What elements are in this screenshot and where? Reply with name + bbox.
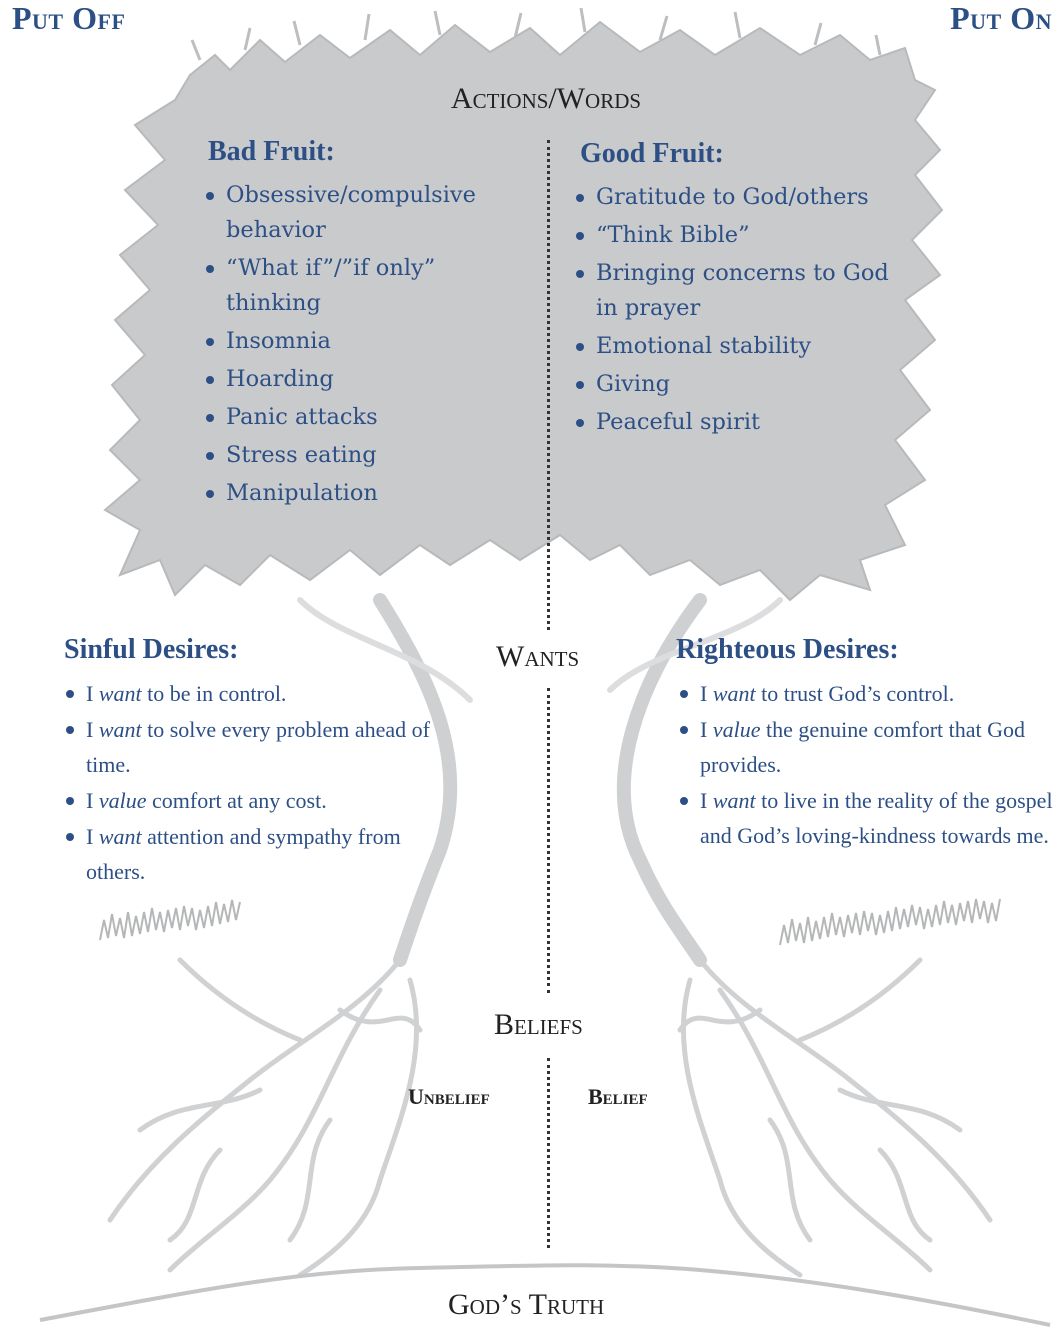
item-text: the genuine comfort that God provides. — [700, 717, 1026, 777]
item-text: attention and sympathy from others. — [86, 824, 401, 884]
list-item: “Think Bible” — [570, 218, 915, 253]
item-verb: want — [98, 681, 142, 706]
list-item: Gratitude to God/others — [570, 180, 915, 215]
list-item: Giving — [570, 367, 915, 402]
wants-label: Wants — [496, 640, 580, 673]
sinful-desires-list: I want to be in control.I want to solve … — [60, 676, 440, 890]
ground-line — [39, 1263, 1051, 1327]
belief-label: Belief — [588, 1084, 648, 1109]
item-text: to live in the reality of the gospel and… — [700, 788, 1053, 848]
item-prefix: I — [700, 717, 713, 742]
list-item: Peaceful spirit — [570, 405, 915, 440]
good-fruit-list: Gratitude to God/others“Think Bible”Brin… — [570, 180, 915, 443]
item-verb: value — [98, 788, 147, 813]
list-item: Stress eating — [200, 438, 520, 473]
bad-fruit-list: Obsessive/compulsive behavior“What if”/”… — [200, 178, 520, 514]
sinful-desires-title: Sinful Desires: — [64, 634, 239, 665]
list-item: I want to be in control. — [60, 676, 440, 711]
item-text: to solve every problem ahead of time. — [86, 717, 430, 777]
tree-canopy — [103, 20, 944, 602]
put-on-label: Put On — [950, 0, 1052, 36]
item-verb: want — [712, 788, 756, 813]
list-item: I value comfort at any cost. — [60, 783, 440, 818]
list-item: I value the genuine comfort that God pro… — [674, 712, 1060, 782]
list-item: I want to trust God’s control. — [674, 676, 1060, 711]
unbelief-label: Unbelief — [408, 1084, 490, 1109]
righteous-desires-list: I want to trust God’s control.I value th… — [674, 676, 1060, 854]
item-prefix: I — [86, 788, 99, 813]
list-item: I want to solve every problem ahead of t… — [60, 712, 440, 782]
righteous-desires-title: Righteous Desires: — [676, 634, 899, 665]
list-item: Bringing concerns to God in prayer — [570, 256, 915, 326]
list-item: Insomnia — [200, 324, 520, 359]
bad-fruit-title: Bad Fruit: — [208, 136, 335, 167]
divider-middle — [547, 688, 550, 993]
list-item: Manipulation — [200, 476, 520, 511]
list-item: I want attention and sympathy from other… — [60, 819, 440, 889]
item-prefix: I — [700, 681, 713, 706]
list-item: Emotional stability — [570, 329, 915, 364]
list-item: Panic attacks — [200, 400, 520, 435]
item-text: to trust God’s control. — [755, 681, 955, 706]
actions-words-label: Actions/Words — [450, 82, 642, 115]
item-verb: value — [712, 717, 761, 742]
item-prefix: I — [86, 681, 99, 706]
divider-top — [547, 140, 550, 630]
list-item: “What if”/”if only” thinking — [200, 251, 520, 321]
list-item: Hoarding — [200, 362, 520, 397]
list-item: I want to live in the reality of the gos… — [674, 783, 1060, 853]
item-verb: want — [98, 717, 142, 742]
item-prefix: I — [86, 824, 99, 849]
item-prefix: I — [700, 788, 713, 813]
item-prefix: I — [86, 717, 99, 742]
item-verb: want — [98, 824, 142, 849]
divider-bottom — [547, 1058, 550, 1248]
item-text: comfort at any cost. — [146, 788, 327, 813]
gods-truth-label: God’s Truth — [448, 1288, 605, 1321]
item-verb: want — [712, 681, 756, 706]
list-item: Obsessive/compulsive behavior — [200, 178, 520, 248]
item-text: to be in control. — [141, 681, 287, 706]
good-fruit-title: Good Fruit: — [580, 138, 724, 169]
beliefs-label: Beliefs — [494, 1008, 583, 1041]
put-off-label: Put Off — [12, 0, 126, 36]
